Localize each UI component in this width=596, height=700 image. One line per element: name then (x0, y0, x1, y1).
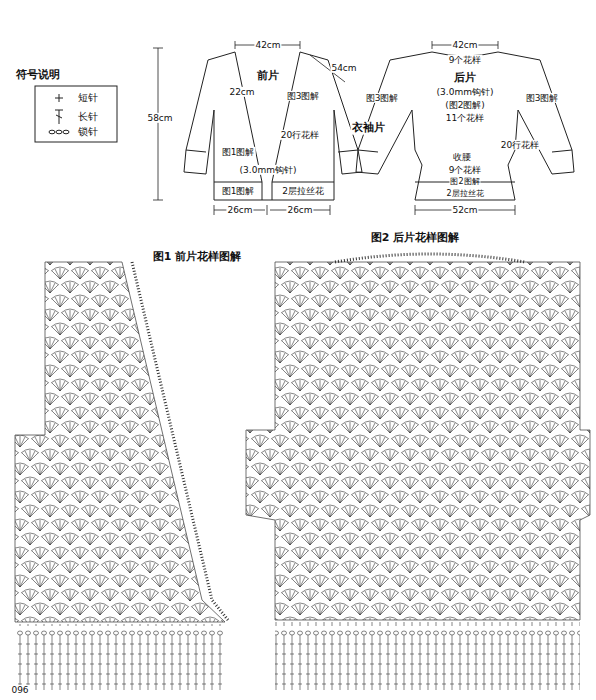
label-text: (3.0mm钩针) (239, 165, 298, 175)
label-text: 20行花样 (500, 140, 540, 150)
back-schematic (356, 52, 574, 200)
legend-text: 锁针 (78, 125, 98, 139)
label-text: 58cm (146, 113, 173, 123)
label-text: 前片 (256, 70, 280, 83)
back-fringe (275, 622, 580, 690)
legend-box (35, 86, 117, 142)
legend-symbols (49, 94, 69, 134)
back-chart-outline (246, 262, 590, 620)
label-text: 20行花样 (280, 130, 320, 140)
label-text: 图1 前片花样图解 (152, 251, 242, 264)
label-text: 54cm (330, 63, 357, 73)
label-text: (图2图解) (444, 100, 486, 110)
label-text: 9个花样 (448, 55, 483, 65)
back-neck-band (335, 254, 525, 262)
label-text: 42cm (254, 40, 281, 50)
legend-text: 长针 (78, 110, 98, 124)
legend-text: 短针 (78, 91, 98, 105)
label-text: 42cm (451, 40, 478, 50)
label-text: 图2图解 (449, 177, 480, 186)
label-text: 52cm (451, 205, 478, 215)
label-text: 26cm (286, 205, 313, 215)
label-text: 096 (10, 685, 29, 695)
front-fringe (15, 624, 225, 690)
back-shell-pattern (240, 258, 596, 623)
label-text: 后片 (453, 72, 477, 85)
front-chart-outline (15, 262, 225, 622)
label-text: 图3图解 (525, 93, 560, 103)
front-schematic (184, 52, 362, 200)
label-text: 收腰 (452, 152, 472, 162)
label-text: 图3图解 (365, 93, 400, 103)
label-text: 2层拉丝花 (281, 186, 325, 196)
front-shell-pattern (0, 250, 240, 630)
label-text: 图3图解 (286, 91, 321, 101)
label-text: 22cm (228, 87, 255, 97)
label-text: 符号说明 (15, 69, 61, 82)
front-neck-band (132, 262, 228, 620)
label-text: 图1图解 (221, 147, 256, 157)
label-text: (3.0mm钩针) (436, 87, 495, 97)
dimension-lines (153, 41, 515, 215)
label-text: 衣袖片 (351, 122, 386, 135)
label-text: 图2 后片花样图解 (370, 232, 460, 245)
label-text: 2层拉丝花 (445, 189, 484, 198)
label-text: 9个花样 (448, 165, 483, 175)
label-text: 11个花样 (445, 113, 485, 123)
label-text: 图1图解 (221, 186, 256, 196)
label-text: 26cm (226, 205, 253, 215)
